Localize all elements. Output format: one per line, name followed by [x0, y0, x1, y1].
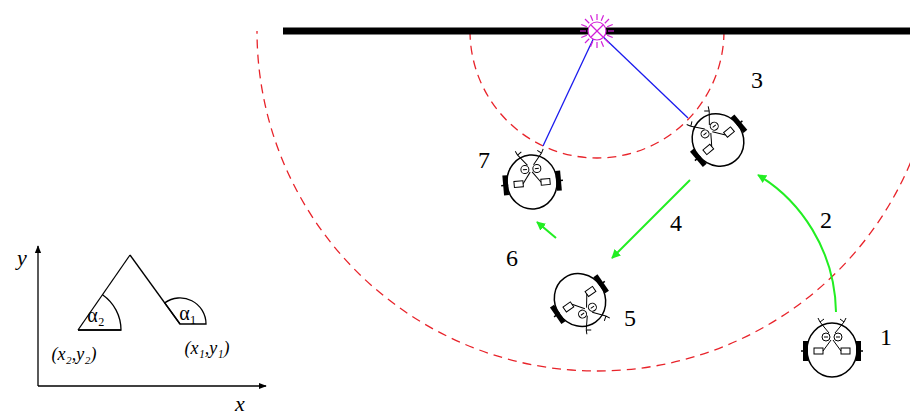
angle-label: α₂: [87, 305, 104, 325]
robot: [539, 260, 624, 344]
point-label: (x₂,y₂): [52, 345, 97, 363]
light-ray: [597, 31, 688, 118]
callout-number: 6: [506, 246, 518, 270]
point-label: (x₁,y₁): [185, 339, 230, 357]
callout-number: 1: [880, 325, 892, 349]
light-ray: [543, 31, 597, 146]
callout-number: 2: [820, 208, 832, 232]
callout-number: 5: [624, 306, 636, 330]
light-source: [580, 14, 614, 48]
robot: [498, 147, 565, 211]
callout-number: 3: [751, 68, 763, 92]
callout-number: 7: [478, 148, 490, 172]
range-circles: [257, 31, 910, 371]
axis-label: x: [235, 393, 245, 415]
axis-label: y: [17, 247, 27, 269]
angle-label: α₁: [179, 303, 196, 323]
callout-number: 4: [670, 211, 682, 235]
coordinate-axes: [38, 246, 266, 386]
robot: [674, 96, 759, 181]
angle-figure: [78, 255, 206, 330]
robot: [801, 318, 863, 377]
